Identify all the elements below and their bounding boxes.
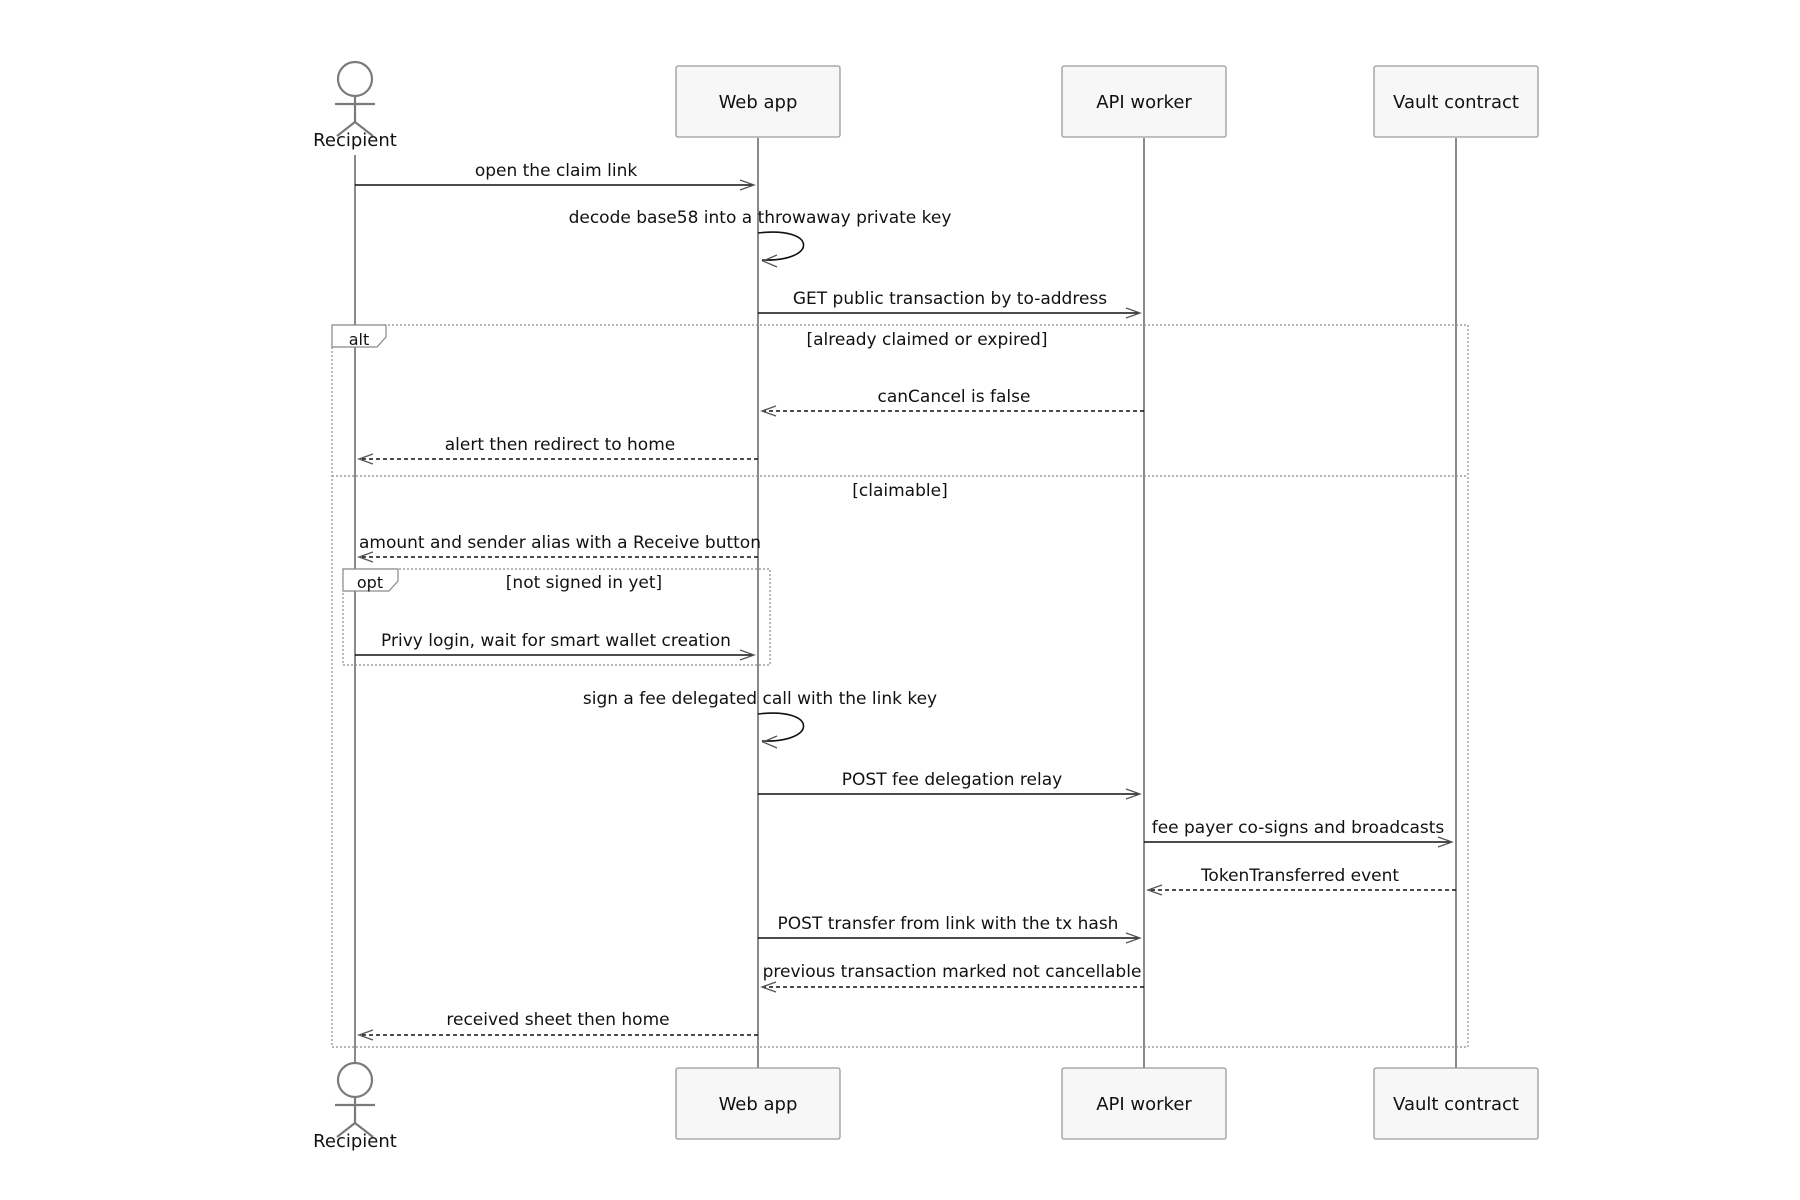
message-label: POST transfer from link with the tx hash xyxy=(778,914,1119,934)
participant-api-top: API worker xyxy=(1061,65,1227,138)
message-label: received sheet then home xyxy=(446,1010,669,1030)
alt-guard-2: [claimable] xyxy=(852,481,947,501)
message-label: POST fee delegation relay xyxy=(842,770,1062,790)
alt-fragment: alt [already claimed or expired] [claima… xyxy=(331,324,1469,1048)
message-label: sign a fee delegated call with the link … xyxy=(583,689,937,709)
message-label: TokenTransferred event xyxy=(1200,866,1399,886)
actor-head-icon xyxy=(336,1061,374,1099)
message-14: received sheet then home xyxy=(357,1010,758,1041)
message-label: alert then redirect to home xyxy=(445,435,675,455)
message-label: amount and sender alias with a Receive b… xyxy=(359,533,761,553)
message-8: sign a fee delegated call with the link … xyxy=(583,689,937,749)
participant-label: Vault contract xyxy=(1393,92,1519,113)
participant-webapp-bottom: Web app xyxy=(675,1067,841,1140)
participant-recipient-bottom: Recipient xyxy=(313,1061,397,1152)
message-label: open the claim link xyxy=(475,161,638,181)
participant-label: Recipient xyxy=(313,130,397,151)
opt-label: opt xyxy=(357,573,383,592)
message-9: POST fee delegation relay xyxy=(758,770,1142,800)
message-2: decode base58 into a throwaway private k… xyxy=(569,208,952,268)
alt-guard-1: [already claimed or expired] xyxy=(807,330,1048,350)
participant-webapp-top: Web app xyxy=(675,65,841,138)
message-7: Privy login, wait for smart wallet creat… xyxy=(355,631,756,661)
participant-api-bottom: API worker xyxy=(1061,1067,1227,1140)
message-label: canCancel is false xyxy=(878,387,1031,407)
message-12: POST transfer from link with the tx hash xyxy=(758,914,1142,944)
message-13: previous transaction marked not cancella… xyxy=(760,962,1144,993)
participant-label: API worker xyxy=(1096,92,1192,113)
actor-head-icon xyxy=(336,60,374,98)
message-6: amount and sender alias with a Receive b… xyxy=(357,533,761,563)
message-10: fee payer co-signs and broadcasts xyxy=(1144,818,1454,848)
participant-label: Recipient xyxy=(313,1131,397,1152)
message-label: decode base58 into a throwaway private k… xyxy=(569,208,952,228)
message-4: canCancel is false xyxy=(760,387,1144,417)
alt-label: alt xyxy=(349,330,370,349)
message-label: Privy login, wait for smart wallet creat… xyxy=(381,631,731,651)
participant-label: API worker xyxy=(1096,1094,1192,1115)
participant-vault-top: Vault contract xyxy=(1373,65,1539,138)
opt-guard: [not signed in yet] xyxy=(506,573,662,593)
message-label: fee payer co-signs and broadcasts xyxy=(1152,818,1445,838)
message-5: alert then redirect to home xyxy=(357,435,758,465)
message-11: TokenTransferred event xyxy=(1146,866,1456,896)
message-label: previous transaction marked not cancella… xyxy=(763,962,1142,982)
message-3: GET public transaction by to-address xyxy=(758,289,1142,319)
participant-label: Web app xyxy=(719,1094,798,1115)
message-label: GET public transaction by to-address xyxy=(793,289,1107,309)
participant-vault-bottom: Vault contract xyxy=(1373,1067,1539,1140)
participant-label: Web app xyxy=(719,92,798,113)
opt-fragment: opt [not signed in yet] xyxy=(342,568,771,666)
participant-label: Vault contract xyxy=(1393,1094,1519,1115)
message-1: open the claim link xyxy=(355,161,756,191)
participant-recipient-top: Recipient xyxy=(313,60,397,151)
